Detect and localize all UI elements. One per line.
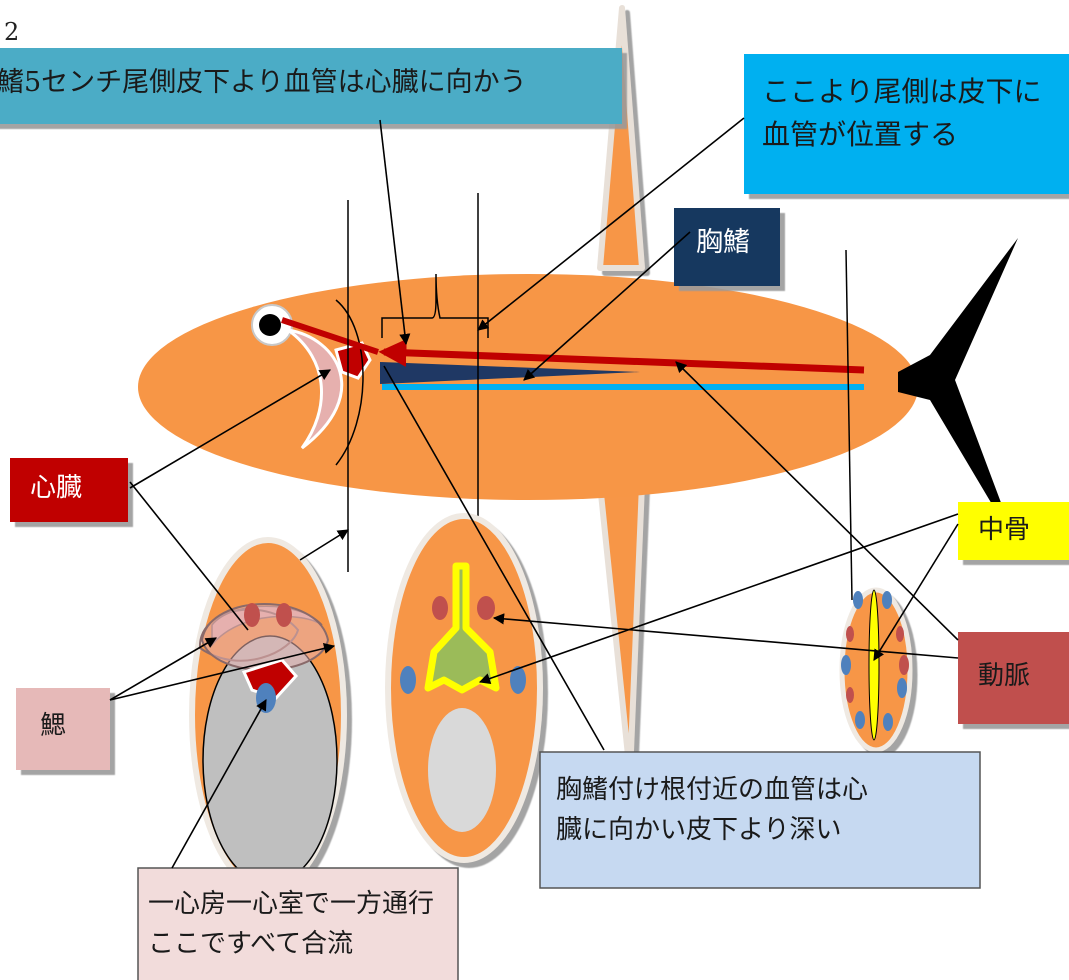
cross-section-3-spot-7 xyxy=(846,687,854,703)
one-way-box xyxy=(137,867,459,980)
deep-note-box xyxy=(539,751,981,889)
gill-arch xyxy=(287,328,344,450)
pectoral-fin-shape xyxy=(380,362,640,384)
cross-section-3-spot-10 xyxy=(883,713,893,731)
section-line-3 xyxy=(845,249,853,601)
head-boundary xyxy=(335,299,364,466)
cross-section-1-blue-spot xyxy=(256,683,276,713)
arrow-top-note xyxy=(379,119,411,346)
cross-section-3-spot-4 xyxy=(896,626,904,642)
one-way-line-1: 一心房一心室で一方通行 xyxy=(148,889,435,919)
arrow-backbone-1 xyxy=(478,513,959,684)
pointer-arrows xyxy=(109,117,959,869)
eye-pupil xyxy=(259,314,281,336)
top-note-label: 胸鰭5センチ尾側皮下より血管は心臓に向かう xyxy=(0,67,527,98)
figure-label: 2 xyxy=(4,18,20,46)
arrow-deep-note xyxy=(383,365,605,751)
cross-section-3-backbone xyxy=(868,589,880,741)
cross-section-3-spot-3 xyxy=(846,626,854,642)
pectoral-brace xyxy=(381,273,489,338)
arrow-pectoral-fin xyxy=(523,231,691,381)
backbone-label: 中骨 xyxy=(978,515,1031,545)
cross-section-3-spot-8 xyxy=(897,678,907,698)
cross-section-3-spot-1 xyxy=(853,591,863,609)
arrow-one-way xyxy=(171,699,267,869)
arrow-backbone-2 xyxy=(873,523,959,661)
arrow-section-1 xyxy=(299,529,349,561)
cross-section-2-blue-spot-1 xyxy=(400,666,416,694)
cross-section-1-red-spot-2 xyxy=(276,603,292,627)
tail-fin xyxy=(898,238,1018,548)
arrow-gill-2 xyxy=(109,642,336,701)
cross-section-2-cavity xyxy=(428,708,496,832)
skin-note-box xyxy=(744,54,1069,194)
one-way-line-2: ここですべて合流 xyxy=(148,929,354,960)
arrow-heart-to-section xyxy=(129,481,249,631)
heart-label: 心臓 xyxy=(30,473,83,503)
vessel-head-arrow xyxy=(281,317,379,355)
top-note-box xyxy=(0,48,622,124)
arrow-heart-to-body xyxy=(129,369,331,489)
gill-label: 鰓 xyxy=(40,711,67,741)
cross-section-2-red-spot-1 xyxy=(432,596,448,620)
skin-note-line-2: 血管が位置する xyxy=(762,118,959,152)
arrow-skin-note xyxy=(477,117,745,331)
pectoral-fin-label: 胸鰭 xyxy=(696,227,750,258)
vessel-main-arrow xyxy=(378,338,865,374)
artery-label: 動脈 xyxy=(978,661,1031,691)
deep-note-line-2: 臓に向かい皮下より深い xyxy=(556,815,842,846)
heart-box xyxy=(10,458,128,522)
dorsal-fin xyxy=(597,5,645,271)
skin-note-line-1: ここより尾側は皮下に xyxy=(762,75,1042,108)
cross-section-1-red-spot-1 xyxy=(244,603,260,627)
pectoral-fin-box xyxy=(674,208,780,286)
cross-section-2-backbone xyxy=(424,562,500,694)
gill-box xyxy=(16,688,110,770)
artery-box xyxy=(958,632,1069,724)
cross-section-3-spot-5 xyxy=(841,655,851,675)
cross-section-3-spot-2 xyxy=(882,591,892,609)
arrow-gill-1 xyxy=(109,637,217,701)
deep-note-line-1: 胸鰭付け根付近の血管は心 xyxy=(556,775,869,805)
cross-section-2-blue-spot-2 xyxy=(510,666,526,694)
arrow-artery-1 xyxy=(492,613,959,659)
one-way-label: 一心房一心室で一方通行 ここですべて合流 xyxy=(148,884,448,965)
arrow-artery-2 xyxy=(675,361,959,641)
cross-section-3-spot-6 xyxy=(899,655,909,675)
backbone-box xyxy=(958,502,1069,560)
cross-section-3-spot-9 xyxy=(855,711,865,729)
skin-note-label: ここより尾側は皮下に 血管が位置する xyxy=(762,70,1062,157)
deep-note-label: 胸鰭付け根付近の血管は心 臓に向かい皮下より深い xyxy=(556,770,976,851)
cross-section-2-red-spot-2 xyxy=(477,596,495,620)
cross-section-1-heart xyxy=(241,658,299,700)
